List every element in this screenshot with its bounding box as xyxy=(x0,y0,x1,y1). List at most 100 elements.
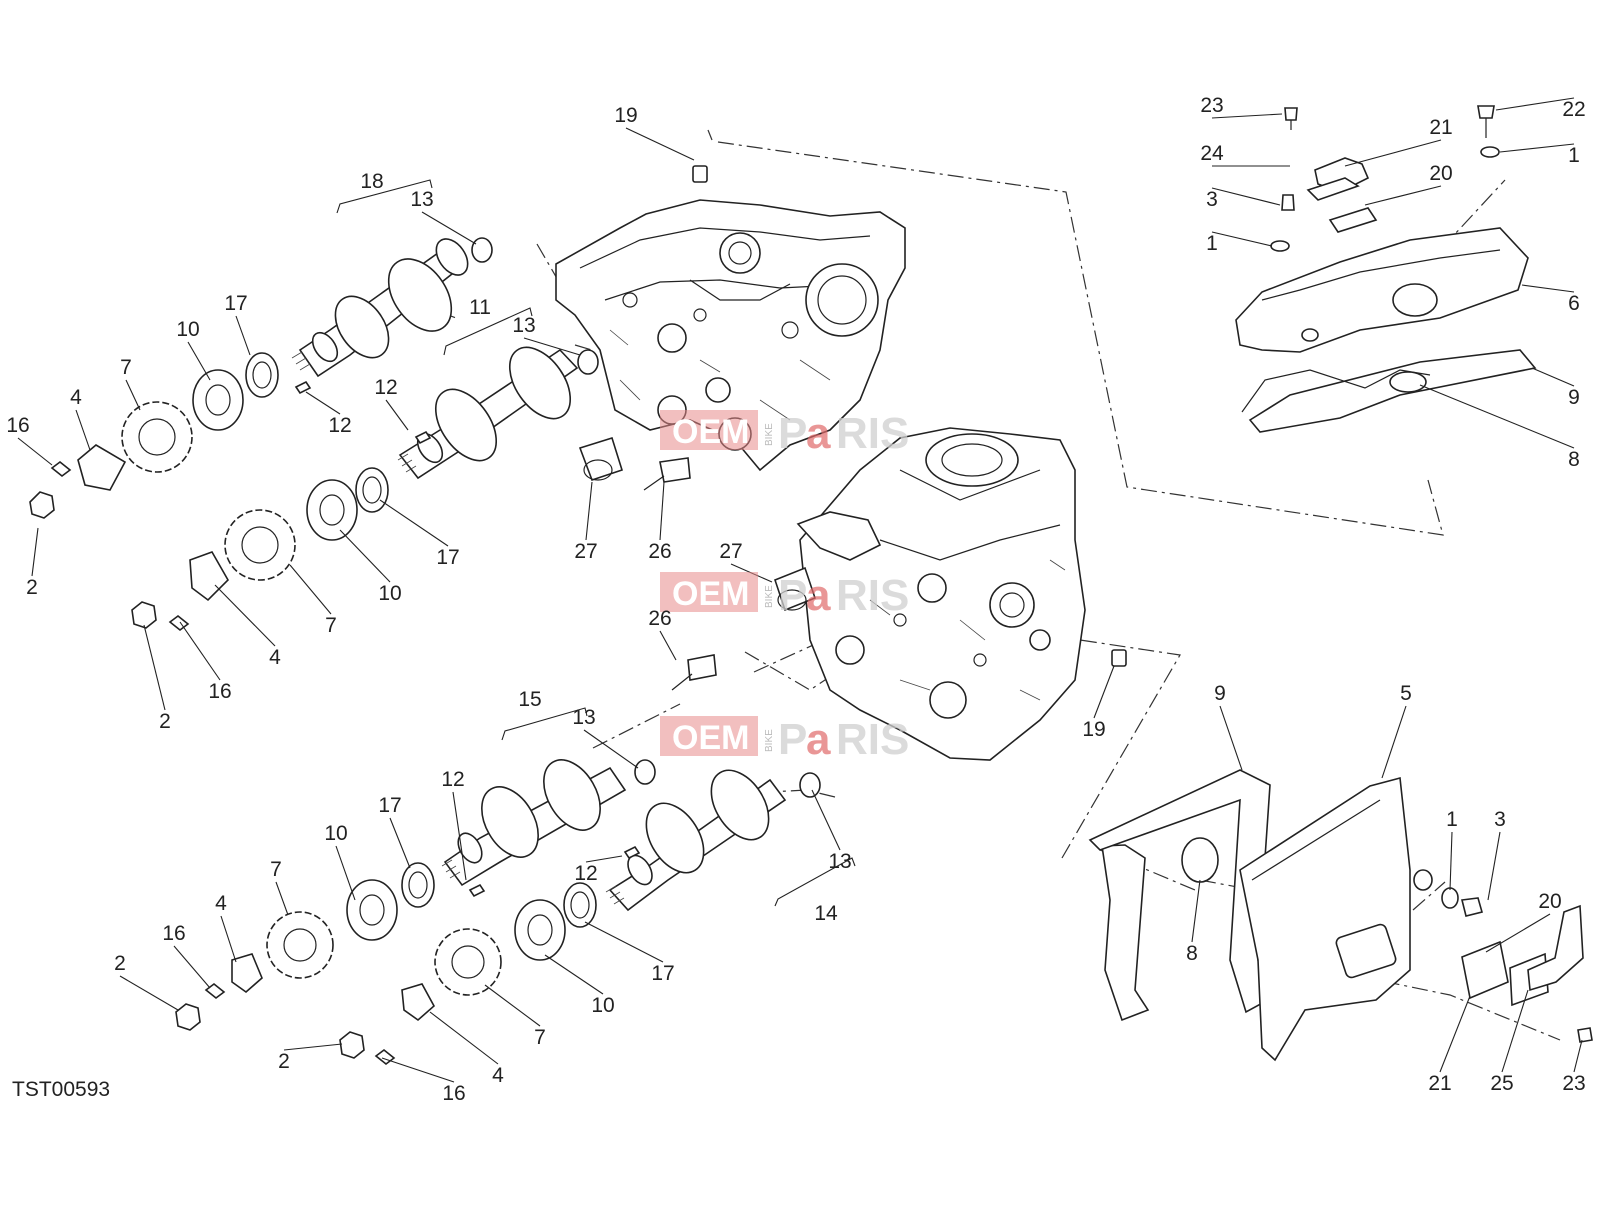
callout-13: 13 xyxy=(572,706,595,729)
callout-3: 3 xyxy=(1206,188,1218,211)
svg-text:P: P xyxy=(778,715,807,764)
callout-9: 9 xyxy=(1568,386,1580,409)
callout-23: 23 xyxy=(1200,94,1223,117)
callout-17: 17 xyxy=(436,546,459,569)
callout-20: 20 xyxy=(1429,162,1452,185)
svg-text:P: P xyxy=(778,571,807,620)
callout-5: 5 xyxy=(1400,682,1412,705)
callout-13: 13 xyxy=(828,850,851,873)
leader-line-13 xyxy=(421,211,477,245)
svg-text:RIS: RIS xyxy=(836,571,909,620)
callout-12: 12 xyxy=(574,862,597,885)
callout-12: 12 xyxy=(441,768,464,791)
leader-line-17 xyxy=(389,817,411,869)
leader-line-3 xyxy=(1211,187,1281,206)
callout-25: 25 xyxy=(1490,1072,1513,1095)
callout-4: 4 xyxy=(215,892,227,915)
callout-4: 4 xyxy=(269,646,281,669)
callout-4: 4 xyxy=(492,1064,504,1087)
callout-27: 27 xyxy=(574,540,597,563)
callout-19: 19 xyxy=(614,104,637,127)
gear-sets xyxy=(29,352,597,1066)
svg-text:OEM: OEM xyxy=(672,719,749,757)
svg-text:RIS: RIS xyxy=(836,715,909,764)
svg-text:a: a xyxy=(806,409,831,458)
leader-line-19 xyxy=(625,127,695,161)
callout-7: 7 xyxy=(534,1026,546,1049)
leader-line-10 xyxy=(187,341,211,381)
callout-2: 2 xyxy=(159,710,171,733)
cylinder-head-upper xyxy=(555,199,906,472)
svg-text:RIS: RIS xyxy=(836,409,909,458)
callout-21: 21 xyxy=(1429,116,1452,139)
svg-text:OEM: OEM xyxy=(672,575,749,613)
callout-8: 8 xyxy=(1568,448,1580,471)
leader-lines xyxy=(17,97,1583,1083)
callout-2: 2 xyxy=(26,576,38,599)
callout-1: 1 xyxy=(1206,232,1218,255)
callout-6: 6 xyxy=(1568,292,1580,315)
leader-line-20 xyxy=(1485,913,1551,953)
leader-line-27 xyxy=(585,481,593,541)
camshaft-11 xyxy=(397,346,579,480)
camshaft-18 xyxy=(291,238,469,378)
leader-line-23 xyxy=(1573,1039,1583,1073)
leader-line-17 xyxy=(584,921,664,963)
callout-16: 16 xyxy=(208,680,231,703)
callout-24: 24 xyxy=(1200,142,1224,165)
callout-4: 4 xyxy=(70,386,82,409)
callout-27: 27 xyxy=(719,540,742,563)
leader-line-12 xyxy=(452,791,467,881)
leader-line-2 xyxy=(31,527,39,577)
callout-9: 9 xyxy=(1214,682,1226,705)
svg-text:P: P xyxy=(778,409,807,458)
callout-26: 26 xyxy=(648,607,671,630)
leader-line-8 xyxy=(1191,879,1201,943)
callout-18: 18 xyxy=(360,170,383,193)
head-cover-upper-right xyxy=(1235,105,1537,433)
callout-10: 10 xyxy=(176,318,199,341)
leader-line-13 xyxy=(811,789,841,851)
leader-line-2 xyxy=(283,1043,343,1051)
callout-17: 17 xyxy=(224,292,247,315)
leader-line-3 xyxy=(1487,831,1501,901)
leader-line-6 xyxy=(1521,284,1575,293)
leader-line-12 xyxy=(585,855,623,863)
callout-21: 21 xyxy=(1428,1072,1451,1095)
callout-7: 7 xyxy=(325,614,337,637)
leader-line-8 xyxy=(1419,384,1575,449)
svg-text:BIKE: BIKE xyxy=(764,729,775,752)
leader-line-20 xyxy=(1364,185,1442,206)
callout-17: 17 xyxy=(378,794,401,817)
leader-line-4 xyxy=(429,1011,499,1065)
svg-text:a: a xyxy=(806,715,831,764)
callout-7: 7 xyxy=(270,858,282,881)
leader-line-9 xyxy=(1531,367,1575,387)
callout-22: 22 xyxy=(1562,98,1585,121)
callout-7: 7 xyxy=(120,356,132,379)
callout-12: 12 xyxy=(328,414,351,437)
leader-line-2 xyxy=(119,975,179,1011)
leader-line-7 xyxy=(289,564,332,615)
leader-line-19 xyxy=(1093,665,1115,719)
leader-line-1 xyxy=(1211,231,1273,247)
callout-17: 17 xyxy=(651,962,674,985)
leader-line-10 xyxy=(544,954,604,995)
callout-13: 13 xyxy=(512,314,535,337)
leader-line-17 xyxy=(379,499,449,547)
leader-line-21 xyxy=(1344,139,1442,167)
leader-line-1 xyxy=(1449,831,1453,891)
camshaft-14 xyxy=(605,769,787,912)
leader-line-21 xyxy=(1439,995,1471,1073)
leader-line-7 xyxy=(125,379,141,411)
leader-line-16 xyxy=(179,621,221,681)
small-parts xyxy=(294,165,1127,898)
callout-10: 10 xyxy=(324,822,347,845)
svg-text:BIKE: BIKE xyxy=(764,423,775,446)
leader-line-26 xyxy=(659,630,677,661)
leader-line-16 xyxy=(381,1057,455,1083)
